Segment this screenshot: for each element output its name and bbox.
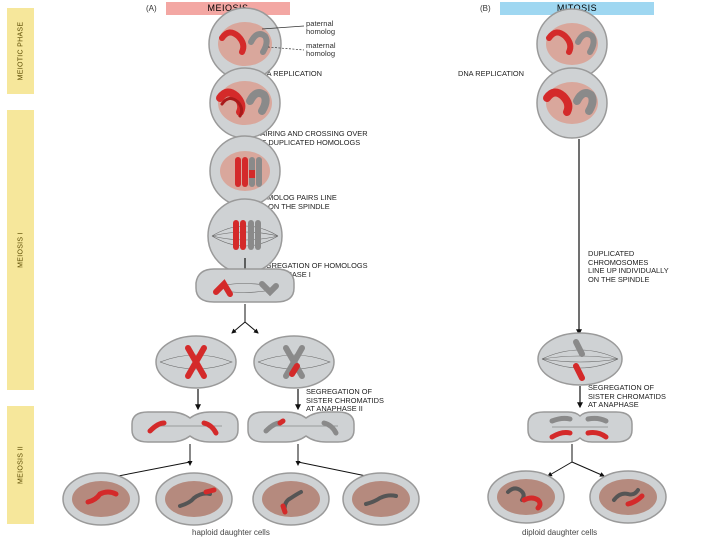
diploid-daughter-1 [487, 470, 565, 524]
mitosis-title: MITOSIS [500, 2, 654, 15]
meiosis-cell-6a [155, 335, 237, 389]
mitosis-cell-1 [536, 8, 608, 80]
meiosis-cell-6b [253, 335, 335, 389]
diploid-daughter-2 [589, 470, 667, 524]
mitosis-metaphase-cell [537, 332, 623, 386]
maternal-chromosome [248, 31, 270, 55]
mitosis-cell-2 [536, 67, 608, 139]
segregation-sister-chromatids-2-label: SEGREGATION OF SISTER CHROMATIDS AT ANAP… [306, 387, 384, 414]
maternal-homolog-label: maternal homolog [306, 41, 336, 59]
haploid-daughter-2 [155, 472, 233, 526]
phase-band-premeiotic: MEIOTIC PHASE [7, 8, 34, 94]
phase-band-meiosis-2: MEIOSIS II [7, 406, 34, 524]
mitosis-dna-replication-label: DNA REPLICATION [458, 69, 524, 78]
paternal-homolog-label: paternal homolog [306, 19, 336, 37]
haploid-footer: haploid daughter cells [192, 528, 270, 537]
segregation-sister-chromatids-label: SEGREGATION OF SISTER CHROMATIDS AT ANAP… [588, 383, 666, 410]
panel-b-letter: (B) [480, 4, 491, 13]
meiosis-cell-3 [209, 135, 281, 207]
paternal-pointer [261, 25, 305, 30]
meiosis-cell-7a [131, 411, 239, 443]
panel-a-letter: (A) [146, 4, 157, 13]
haploid-daughter-1 [62, 472, 140, 526]
diploid-footer: diploid daughter cells [522, 528, 598, 537]
haploid-daughter-3 [252, 472, 330, 526]
paternal-chromosome [219, 29, 247, 55]
maternal-pointer [267, 46, 305, 51]
meiosis-cell-4 [207, 198, 283, 274]
phase-band-meiosis-1: MEIOSIS I [7, 110, 34, 390]
meiosis-cell-2 [209, 67, 281, 139]
haploid-daughter-4 [342, 472, 420, 526]
meiosis-cell-7b [247, 411, 355, 443]
meiosis-cell-1 [208, 7, 305, 81]
mitosis-anaphase-cell [527, 411, 633, 443]
chromosomes-line-up-label: DUPLICATED CHROMOSOMES LINE UP INDIVIDUA… [588, 249, 669, 284]
meiosis-cell-5 [195, 268, 295, 303]
